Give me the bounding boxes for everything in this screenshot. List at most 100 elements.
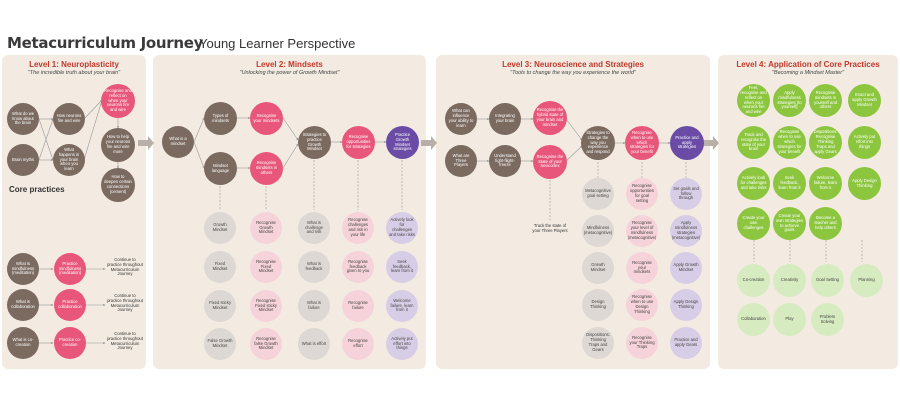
core-p-collaboration: Practice collaboration — [54, 289, 86, 321]
node-what-know-brain: What do we know about the brain — [7, 103, 39, 135]
l4-green-5: Recognise when to use which strategies f… — [773, 126, 806, 159]
l2-purple2-2: Welcome failure, learn from it — [386, 290, 418, 322]
l3-pink-4: Recognise your Thinking Traps — [626, 327, 658, 359]
node-recognise-others: Recognise mindsets in others — [250, 152, 283, 185]
level4-title: Level 4: Application of Core Practices — [736, 60, 880, 69]
node-understand: Understand fight-flight-freeze — [489, 145, 521, 177]
l3-purple-4: Practice and apply Gears — [670, 327, 702, 359]
l2-grey-3: False Growth Mindset — [204, 328, 236, 360]
l2-pink-0: Recognise Growth Mindset — [250, 212, 282, 244]
l2-grey2-3: What is effort — [298, 328, 330, 360]
node-recognise-opps: Recognise opportunities for strategies — [342, 126, 375, 159]
l2-grey2-2: What is failure — [298, 290, 330, 322]
l3-pink-0: Recognise opportunities for goal setting — [626, 178, 658, 210]
core-practices-title: Core practices — [9, 185, 65, 194]
l4-green-12: Create your own challenges — [737, 207, 770, 240]
level3-title: Level 3: Neuroscience and Strategies — [502, 60, 644, 69]
level2-panel: Level 2: Mindsets "Unlocking the power o… — [153, 55, 426, 369]
l2-pink-3: Recognise false Growth Mindset — [250, 328, 282, 360]
l4-green-7: Actively put effort into things — [848, 126, 881, 159]
l3-purple-0: Set goals and follow through — [670, 178, 702, 210]
l3-grey-4: Dispositions: Thinking Traps and Gears — [582, 327, 614, 359]
core-t-collaboration: Continue to practice throughout Metacurr… — [107, 293, 143, 313]
page-subtitle: Young Learner Perspective — [199, 36, 356, 51]
l4-light-5: Play — [773, 303, 806, 336]
level4-subtitle: "Becoming a Mindset Master" — [771, 70, 845, 76]
l3-grey-3: Design Thinking — [582, 289, 614, 321]
node-types-mindsets: Types of mindsets — [204, 102, 237, 135]
l3-pink-2: Recognise your mindsets — [626, 252, 658, 284]
l2-grey-1: Fixed Mindset — [204, 251, 236, 283]
l4-light-6: Problem Solving — [811, 303, 844, 336]
l4-green-11: Apply Design Thinking — [848, 167, 881, 200]
node-what-mindset: What is a mindset — [162, 126, 194, 158]
l4-green-10: Welcome failure, learn from it — [809, 167, 842, 200]
l2-pink2-2: Recognise failure — [342, 290, 374, 322]
l4-light-0: Co-creation — [737, 264, 770, 297]
l2-pink-1: Recognise Fixed Mindset — [250, 251, 282, 283]
l4-green-3: Enact and apply Growth Mindset — [848, 84, 881, 117]
level2-subtitle: "Unlocking the power of Growth Mindset" — [239, 70, 340, 76]
l4-green-2: Recognise mindsets in yourself and other… — [809, 84, 842, 117]
l3-purple-1: Apply mindfulness strategies (metacognit… — [670, 215, 702, 247]
level2-title: Level 2: Mindsets — [256, 60, 323, 69]
core-q-collaboration: What is collaboration — [7, 289, 39, 321]
l4-green-9: Seek feedback, learn from it — [773, 167, 806, 200]
l4-green-8: Actively look for challenges and take ri… — [737, 167, 770, 200]
node-track-three: Track the state of your Three Players — [532, 223, 568, 233]
level3-subtitle: "Tools to change the way you experience … — [510, 70, 636, 76]
core-q-cocreation: What is co-creation — [7, 327, 39, 359]
node-deepen: How to deepen certain connections (cemen… — [101, 168, 135, 202]
l4-green-0: Feel, recognise and reflect on when your… — [737, 84, 770, 117]
node-what-happens: What happens in your brain when you lear… — [53, 144, 85, 176]
node-strategies-change: Strategies to change the way you experie… — [581, 126, 615, 160]
node-how-neurons: How neurons fire and wire — [53, 103, 85, 135]
l3-grey-1: Mindfulness (metacognitive) — [582, 215, 614, 247]
node-recognise-state: Recognise the hybrid state of your brain… — [533, 101, 567, 135]
l3-purple-2: Apply Growth Mindset — [670, 252, 702, 284]
l4-green-14: Become a teacher and help others — [809, 207, 842, 240]
node-practice-gm: Practice Growth Mindset strategies — [386, 126, 419, 159]
node-recognise-three: Recognise the State of your Neocortex — [533, 145, 567, 179]
node-recognise-reflect: Recognise and reflect on when your neuro… — [101, 84, 135, 118]
l4-green-6: Dispositions: Recognise Thinking Traps a… — [809, 126, 842, 159]
node-recognise-mindsets: Recognise your mindsets — [250, 102, 283, 135]
l2-pink2-0: Recognise challenges and risk in your li… — [342, 212, 374, 244]
node-recognise-which: Recognise when to use which strategies f… — [625, 126, 659, 160]
l2-pink2-1: Recognise feedback given to you — [342, 251, 374, 283]
core-p-mindfulness: Practice mindfulness (meditation) — [54, 253, 86, 285]
l2-pink2-3: Recognise effort — [342, 328, 374, 360]
level3-panel: Level 3: Neuroscience and Strategies "To… — [436, 55, 710, 369]
node-three-players: What are Three Players — [445, 145, 477, 177]
l2-grey2-0: What is challenge and risk — [298, 212, 330, 244]
l4-light-2: Goal Setting — [811, 264, 844, 297]
l2-purple2-0: Actively look for challenges and take ri… — [386, 212, 418, 244]
l4-green-4: Track and recognise the state of your br… — [737, 126, 770, 159]
core-q-mindfulness: What is mindfulness (meditation) — [7, 253, 39, 285]
l3-pink-3: Recognise when to use Design Thinking — [626, 289, 658, 321]
core-t-mindfulness: Continue to practice throughout Metacurr… — [107, 257, 143, 277]
node-mindset-language: Mindset language — [204, 152, 237, 185]
core-p-cocreation: Practice co-creation — [54, 327, 86, 359]
l3-grey-2: Growth Mindset — [582, 252, 614, 284]
l2-purple2-1: Seek feedback, learn from it — [386, 251, 418, 283]
l2-pink-2: Recognise Fixed sticky Mindset — [250, 290, 282, 322]
l4-green-1: Apply mindfulness strategies (to yoursel… — [773, 84, 806, 117]
node-integrating: Integrating your brain — [489, 103, 521, 135]
l2-grey-0: Growth Mindset — [204, 212, 236, 244]
l2-grey-2: Fixed sticky Mindset — [204, 290, 236, 322]
l4-light-1: Creativity — [773, 264, 806, 297]
l3-grey-0: Metacognitive goal setting — [582, 178, 614, 210]
l2-grey2-1: What is feedback — [298, 251, 330, 283]
node-practice-apply: Practice and apply strategies — [670, 126, 704, 160]
level1-title: Level 1: Neuroplasticity — [29, 60, 119, 69]
l4-green-13: Create your own strategies to achieve go… — [773, 207, 806, 240]
l4-light-3: Planning — [850, 264, 883, 297]
l3-pink-1: Recognise your level of mindfulness (met… — [626, 215, 658, 247]
node-brain-myths: Brain myths — [7, 144, 39, 176]
page-title: Metacurriculum Journey — [7, 34, 204, 52]
core-t-cocreation: Continue to practice throughout Metacurr… — [107, 331, 143, 351]
l4-light-4: Collaboration — [737, 303, 770, 336]
